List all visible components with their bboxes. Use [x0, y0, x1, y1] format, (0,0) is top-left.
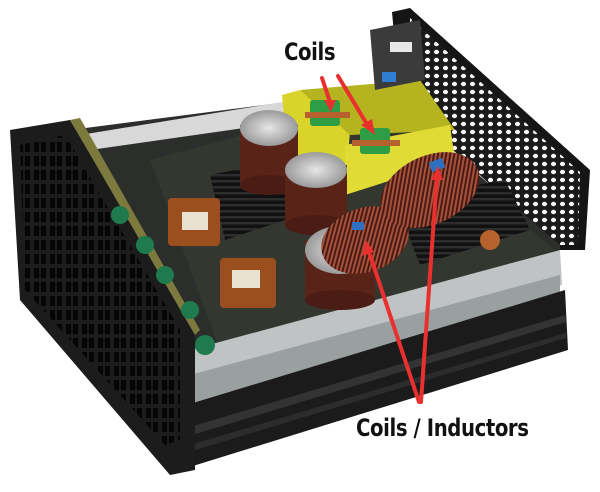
chassis-base: [170, 290, 568, 470]
label-coils-inductors: Coils / Inductors: [356, 414, 529, 442]
top-edge: [80, 100, 300, 150]
annotation-arrows: [320, 74, 443, 404]
rear-mesh-panel: [392, 8, 590, 250]
ac-inlet: [370, 20, 425, 90]
inductor-coils: [321, 152, 500, 274]
transformers: [168, 198, 276, 308]
label-coils: Coils: [284, 38, 336, 66]
output-capacitors: [111, 206, 215, 355]
